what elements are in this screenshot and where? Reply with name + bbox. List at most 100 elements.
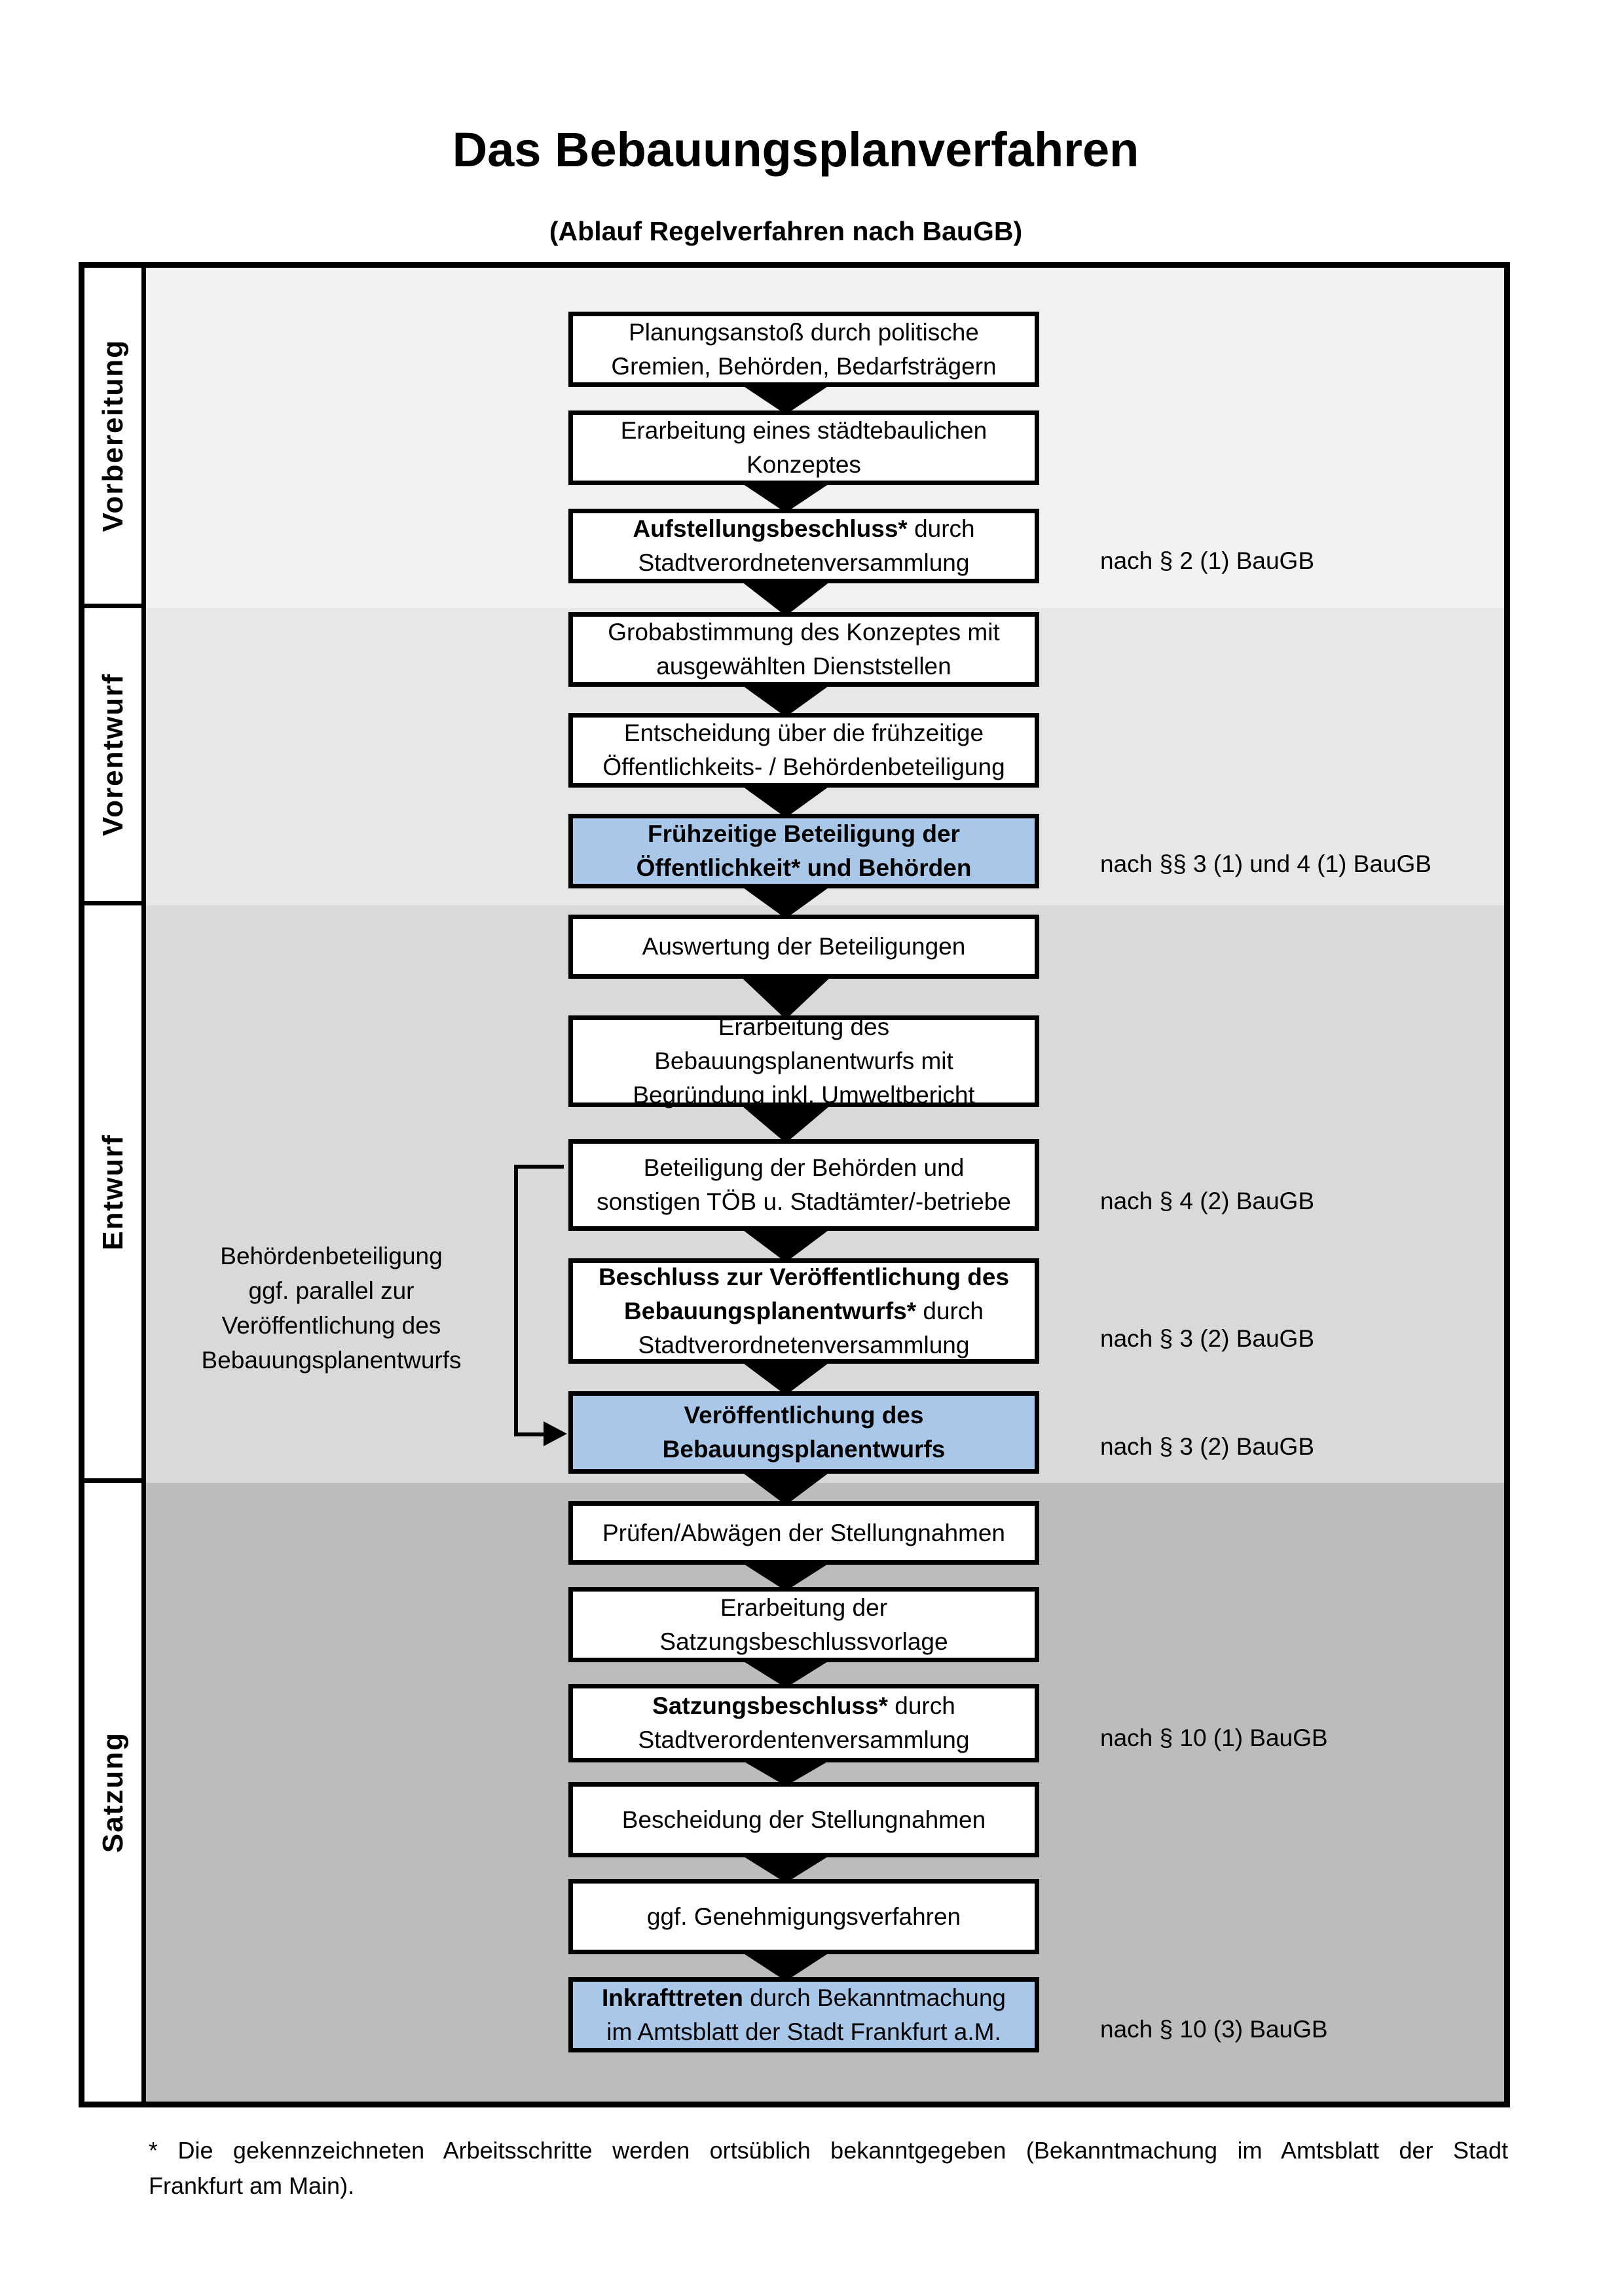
flow-box-line: Stadtverordnetenversammlung bbox=[638, 546, 970, 580]
flow-box-text: Bebauungsplanentwurfs bbox=[662, 1436, 946, 1463]
flow-box-text: Veröffentlichung des bbox=[684, 1402, 924, 1429]
flow-box-line: Frühzeitige Beteiligung der bbox=[648, 817, 960, 851]
legal-reference-veroeffentlichung-entwurf: nach § 3 (2) BauGB bbox=[1100, 1433, 1315, 1460]
flow-box-text: durch bbox=[888, 1692, 955, 1719]
connector-arrow-right-icon bbox=[544, 1421, 567, 1446]
flow-box-text: ausgewählten Dienststellen bbox=[656, 653, 951, 680]
flow-box-text: Frühzeitige Beteiligung der bbox=[648, 820, 960, 847]
phase-label-vorentwurf: Vorentwurf bbox=[96, 673, 129, 836]
flow-box-text: Aufstellungsbeschluss* bbox=[633, 515, 908, 542]
phase-label-satzung: Satzung bbox=[96, 1731, 129, 1853]
flow-box-text: Stadtverordnetenversammlung bbox=[638, 549, 970, 576]
flow-box-text: ggf. Genehmigungsverfahren bbox=[646, 1903, 961, 1930]
flow-arrow-down-icon bbox=[739, 383, 833, 414]
flow-box-line: Erarbeitung der bbox=[720, 1591, 887, 1625]
flow-arrow-down-icon bbox=[739, 1950, 833, 1981]
flow-box-text: Planungsanstoß durch politische bbox=[629, 318, 979, 346]
flow-box-text: sonstigen TÖB u. Stadtämter/-betriebe bbox=[597, 1188, 1011, 1215]
flow-box-text: Grobabstimmung des Konzeptes mit bbox=[608, 619, 1000, 646]
page-subtitle: (Ablauf Regelverfahren nach BauGB) bbox=[549, 216, 1023, 246]
flow-box-text: durch Bekanntmachung bbox=[743, 1984, 1006, 2011]
flow-box-text: Bebauungsplanentwurfs mit bbox=[654, 1048, 953, 1074]
flow-box-text: Entscheidung über die frühzeitige bbox=[623, 720, 984, 746]
flow-box-beteiligung-behoerden: Beteiligung der Behörden und sonstigen TÖ… bbox=[568, 1139, 1039, 1231]
flow-box-inkrafttreten: Inkrafttreten durch Bekanntmachung im Amt… bbox=[568, 1977, 1039, 2052]
flow-box-text: Beteiligung der Behörden und bbox=[643, 1154, 965, 1181]
flow-box-text: Bebauungsplanentwurfs* bbox=[624, 1297, 917, 1324]
flow-box-text: Satzungsbeschluss* bbox=[652, 1692, 888, 1719]
flow-arrow-down-icon bbox=[739, 1360, 833, 1395]
flow-box-text: Stadtverordnetenversammlung bbox=[638, 1331, 970, 1358]
side-note-line-4: Bebauungsplanentwurfs bbox=[201, 1347, 462, 1374]
flow-box-text: Konzeptes bbox=[747, 451, 861, 478]
flow-arrow-down-icon bbox=[739, 1658, 833, 1688]
flow-arrow-down-icon bbox=[739, 1758, 833, 1786]
flow-box-line: Konzeptes bbox=[747, 448, 861, 482]
flow-box-text: Stadtverordentenversammlung bbox=[638, 1726, 970, 1753]
flow-box-pruefen-abwaegen: Prüfen/Abwägen der Stellungnahmen bbox=[568, 1501, 1039, 1565]
flow-box-line: Beteiligung der Behörden und bbox=[644, 1151, 965, 1185]
flow-box-text: im Amtsblatt der Stadt Frankfurt a.M. bbox=[606, 2018, 1001, 2045]
phase-cell-vorbereitung: Vorbereitung bbox=[84, 268, 141, 608]
page-title: Das Bebauungsplanverfahren bbox=[452, 122, 1139, 177]
flow-arrow-down-icon bbox=[739, 1470, 833, 1505]
flow-arrow-down-icon bbox=[739, 579, 833, 616]
flow-box-bescheidung-stellungnahmen: Bescheidung der Stellungnahmen bbox=[568, 1782, 1039, 1857]
flow-box-line: Grobabstimmung des Konzeptes mit bbox=[608, 615, 999, 649]
flow-arrow-down-icon bbox=[739, 1103, 833, 1143]
flow-box-line: Satzungsbeschlussvorlage bbox=[659, 1625, 948, 1659]
flow-arrow-down-icon bbox=[739, 884, 833, 919]
phase-cell-vorentwurf: Vorentwurf bbox=[84, 608, 141, 905]
flow-box-text: durch bbox=[907, 515, 975, 542]
flow-box-text: Inkrafttreten bbox=[602, 1984, 743, 2011]
flow-box-grobabstimmung: Grobabstimmung des Konzeptes mit ausgewäh… bbox=[568, 612, 1039, 687]
flow-box-line: Inkrafttreten durch Bekanntmachung bbox=[602, 1981, 1006, 2015]
flow-box-line: Gremien, Behörden, Bedarfsträgern bbox=[611, 350, 996, 384]
flow-arrow-down-icon bbox=[739, 784, 833, 818]
flow-box-text: Erarbeitung des bbox=[718, 1013, 890, 1040]
flow-box-line: Satzungsbeschluss* durch bbox=[652, 1689, 955, 1723]
flow-box-line: Bebauungsplanentwurfs* durch bbox=[624, 1294, 984, 1328]
flow-box-line: ggf. Genehmigungsverfahren bbox=[647, 1900, 961, 1934]
footnote-line-2: Frankfurt am Main). bbox=[149, 2172, 355, 2199]
legal-reference-beteiligung-behoerden: nach § 4 (2) BauGB bbox=[1100, 1188, 1315, 1214]
flow-box-line: Veröffentlichung des bbox=[684, 1398, 924, 1432]
flow-box-line: Stadtverordnetenversammlung bbox=[638, 1328, 970, 1362]
phase-cell-entwurf: Entwurf bbox=[84, 905, 141, 1483]
flow-box-text: durch bbox=[916, 1297, 984, 1324]
flow-box-text: Auswertung der Beteiligungen bbox=[642, 933, 966, 960]
flow-arrow-down-icon bbox=[739, 481, 833, 513]
legal-reference-aufstellungsbeschluss: nach § 2 (1) BauGB bbox=[1100, 547, 1315, 574]
phase-label-vorbereitung: Vorbereitung bbox=[96, 339, 129, 532]
side-note-line-3: Veröffentlichung des bbox=[221, 1312, 441, 1339]
footnote-line-1: * Die gekennzeichneten Arbeitsschritte w… bbox=[149, 2137, 1508, 2164]
flow-arrow-down-icon bbox=[739, 975, 833, 1019]
flow-box-line: Prüfen/Abwägen der Stellungnahmen bbox=[602, 1516, 1005, 1550]
flow-box-line: Beschluss zur Veröffentlichung des bbox=[599, 1260, 1009, 1294]
legal-reference-satzungsbeschluss: nach § 10 (1) BauGB bbox=[1100, 1724, 1328, 1751]
footnote: * Die gekennzeichneten Arbeitsschritte w… bbox=[149, 2133, 1508, 2204]
flow-box-line: Stadtverordentenversammlung bbox=[638, 1723, 970, 1757]
flow-box-line: Entscheidung über die frühzeitige bbox=[624, 716, 984, 750]
flow-box-line: Bebauungsplanentwurfs mit bbox=[654, 1044, 953, 1078]
flow-box-line: Auswertung der Beteiligungen bbox=[642, 930, 966, 964]
flow-arrow-down-icon bbox=[739, 1561, 833, 1591]
flow-box-genehmigungsverfahren: ggf. Genehmigungsverfahren bbox=[568, 1879, 1039, 1954]
side-note-line-2: ggf. parallel zur bbox=[248, 1277, 415, 1304]
flow-arrow-down-icon bbox=[739, 1853, 833, 1883]
connector-line-top bbox=[514, 1165, 564, 1169]
flow-arrow-down-icon bbox=[739, 683, 833, 717]
flow-box-line: Planungsanstoß durch politische bbox=[629, 316, 979, 350]
flow-box-line: Öffentlichkeits- / Behördenbeteiligung bbox=[602, 750, 1005, 784]
